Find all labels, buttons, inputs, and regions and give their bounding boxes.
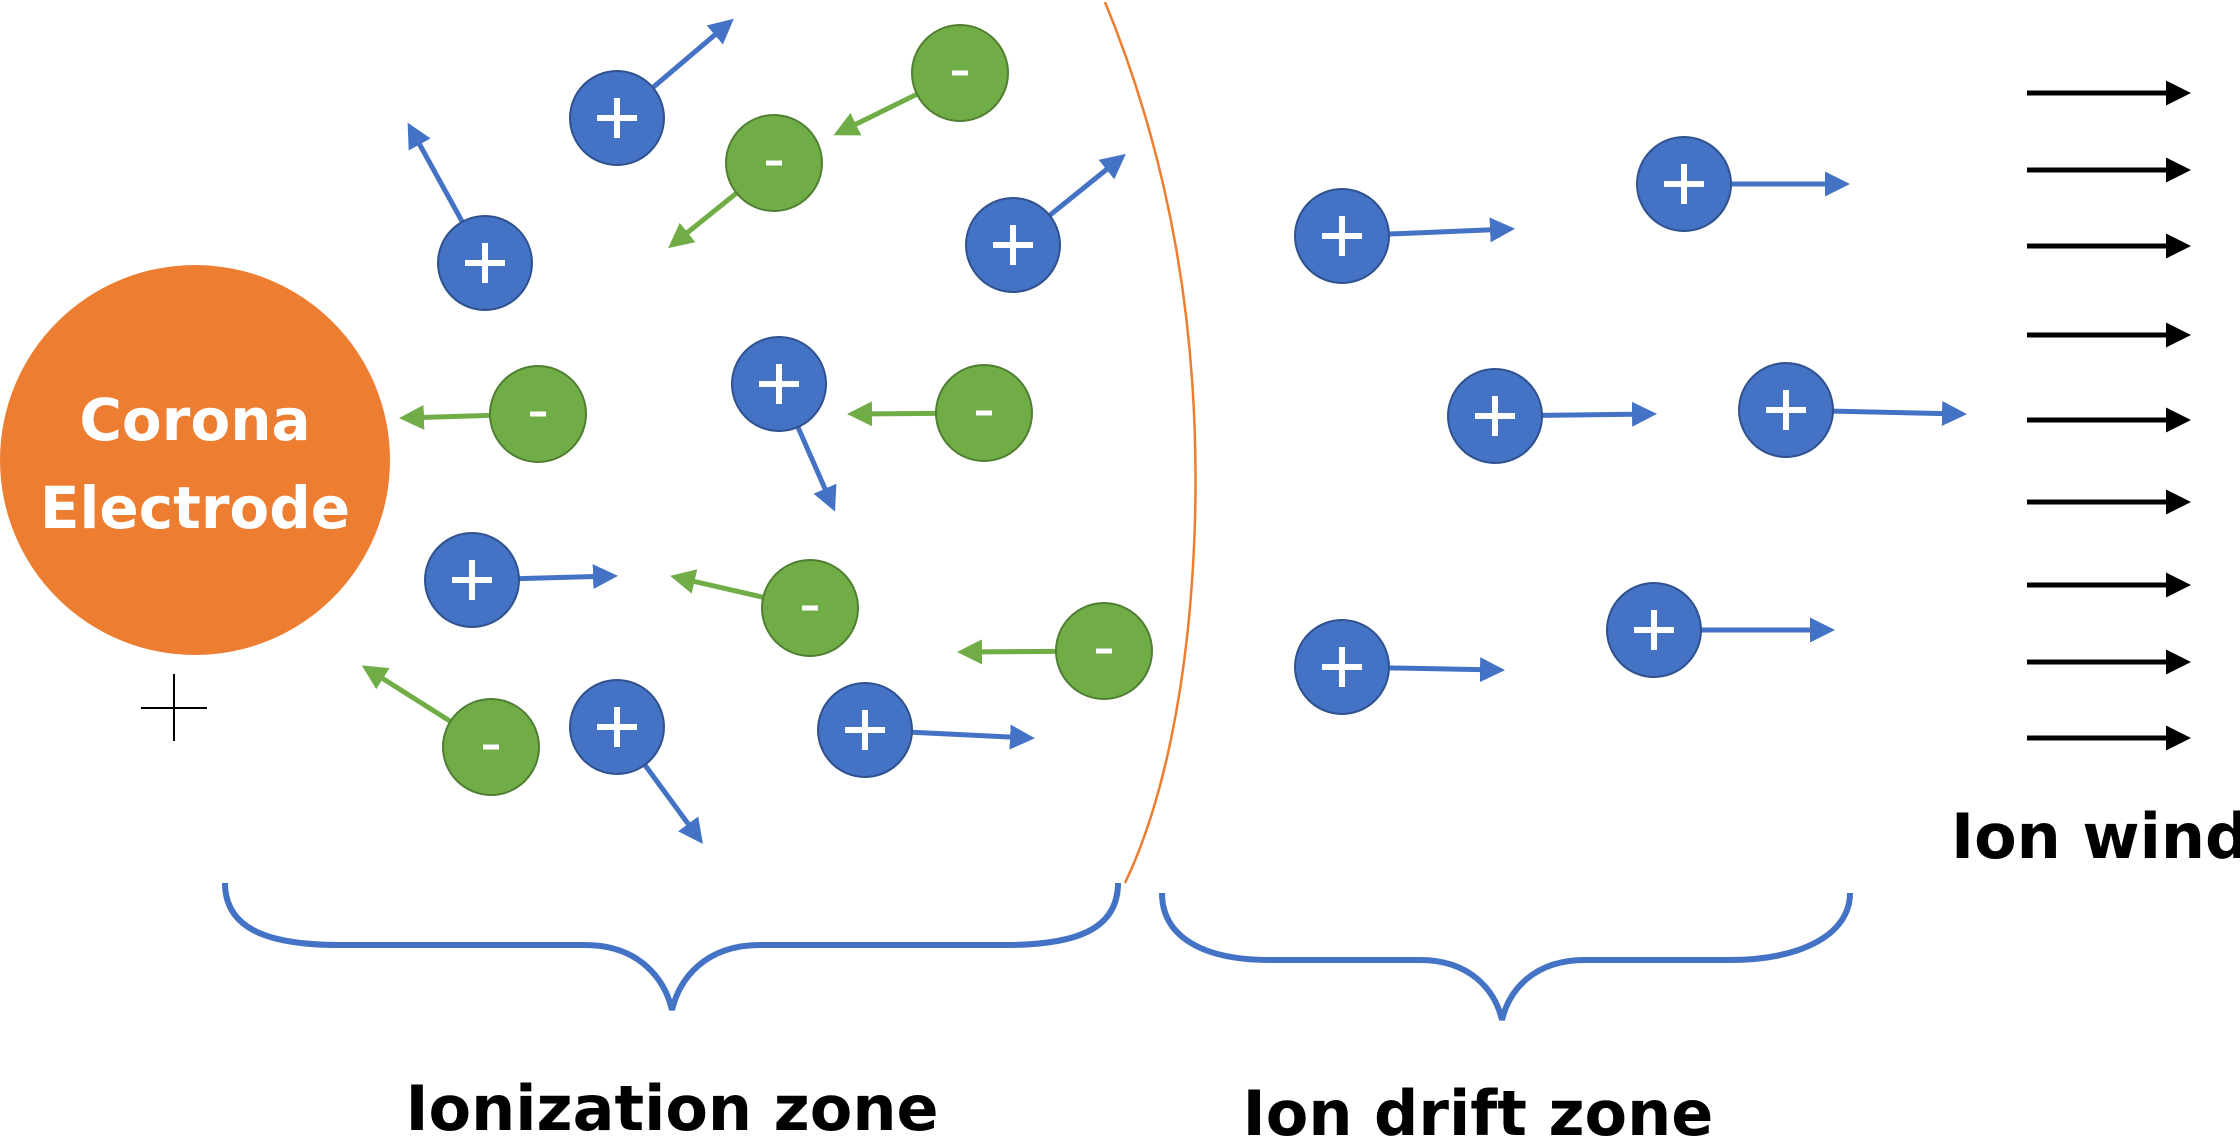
plus-sign-icon bbox=[993, 225, 1033, 265]
corona-electrode: Corona Electrode bbox=[0, 265, 390, 655]
plus-sign-icon bbox=[597, 707, 637, 747]
ion-motion-arrow bbox=[795, 426, 837, 512]
negative-ion-11 bbox=[957, 602, 1153, 700]
ion-motion-arrow bbox=[847, 401, 937, 427]
drift-zone-brace bbox=[1159, 892, 1853, 1021]
ion-motion-arrow bbox=[642, 763, 703, 845]
ion-motion-arrow bbox=[407, 122, 465, 224]
ion-motion-arrow bbox=[361, 665, 452, 724]
ion-motion-arrow bbox=[833, 91, 919, 136]
plus-sign-icon bbox=[1322, 647, 1362, 687]
positive-ion-18 bbox=[1738, 362, 1967, 458]
plus-sign-icon bbox=[1322, 216, 1362, 256]
positive-ion-20 bbox=[1606, 582, 1835, 678]
ion-motion-arrow bbox=[957, 639, 1057, 665]
ion-motion-arrow bbox=[1047, 153, 1126, 218]
plus-sign-icon bbox=[1634, 610, 1674, 650]
plus-sign-icon bbox=[597, 98, 637, 138]
positive-ion-17 bbox=[1447, 368, 1657, 464]
positive-ion-16 bbox=[1636, 136, 1850, 232]
positive-ion-14 bbox=[817, 682, 1035, 778]
negative-ion-10 bbox=[670, 559, 859, 657]
positive-ion-9 bbox=[424, 532, 618, 628]
ionization-zone-label: Ionization zone bbox=[405, 1072, 938, 1139]
ionization-zone-brace bbox=[222, 882, 1121, 1011]
ion-motion-arrow bbox=[399, 404, 491, 430]
electrode-label-line1: Corona bbox=[79, 386, 310, 454]
plus-sign-icon bbox=[1766, 390, 1806, 430]
negative-ion-2 bbox=[833, 24, 1009, 136]
positive-ion-7 bbox=[731, 336, 837, 512]
positive-ion-13 bbox=[569, 679, 703, 845]
positive-ion-1 bbox=[569, 18, 734, 166]
electrode-polarity-plus bbox=[141, 674, 207, 741]
positive-ion-15 bbox=[1294, 188, 1515, 284]
plus-sign-icon bbox=[1664, 164, 1704, 204]
negative-ion-6 bbox=[399, 365, 587, 463]
ion-motion-arrow bbox=[1541, 401, 1657, 427]
positive-ion-19 bbox=[1294, 619, 1505, 715]
zone-boundary-line bbox=[1103, 1, 1197, 884]
negative-ion-3 bbox=[668, 114, 823, 249]
ion-motion-arrow bbox=[911, 724, 1035, 750]
ion-wind-arrows bbox=[2027, 80, 2191, 751]
ion-motion-arrow bbox=[518, 564, 618, 590]
positive-ion-5 bbox=[965, 153, 1126, 293]
positive-ion-4 bbox=[407, 122, 533, 311]
ion-motion-arrow bbox=[1832, 401, 1967, 427]
ion-motion-arrow bbox=[668, 191, 739, 249]
ion-wind-label: Ion wind bbox=[1951, 800, 2240, 873]
plus-sign-icon bbox=[1475, 396, 1515, 436]
plus-sign-icon bbox=[845, 710, 885, 750]
ion-motion-arrow bbox=[1388, 217, 1515, 243]
ion-motion-arrow bbox=[670, 569, 764, 600]
plus-sign-icon bbox=[759, 364, 799, 404]
ion-motion-arrow bbox=[1388, 657, 1505, 683]
ion-motion-arrow bbox=[651, 18, 734, 90]
electrode-label-line2: Electrode bbox=[40, 474, 350, 542]
ions-layer bbox=[361, 18, 1967, 845]
drift-zone-label: Ion drift zone bbox=[1243, 1077, 1714, 1139]
plus-sign-icon bbox=[452, 560, 492, 600]
plus-sign-icon bbox=[465, 243, 505, 283]
negative-ion-8 bbox=[847, 364, 1033, 462]
negative-ion-12 bbox=[361, 665, 540, 796]
